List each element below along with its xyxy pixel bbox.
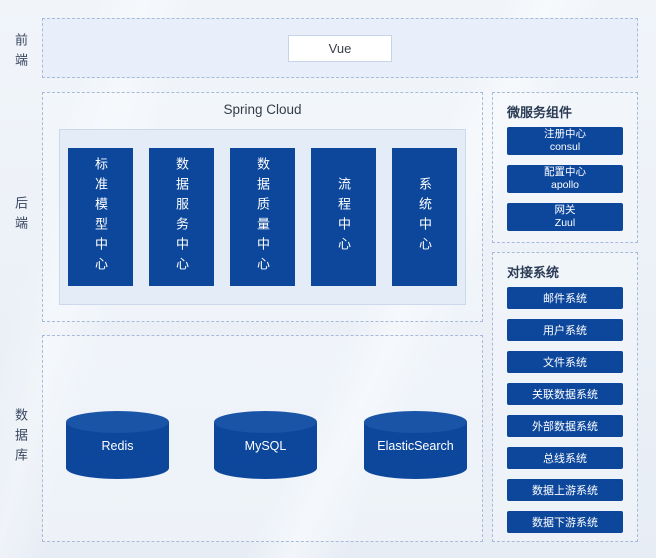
spring-cloud-container: 标准模型中心 数据服务中心 数据质量中心 流程中心 系统中心: [59, 129, 466, 305]
center-label: 数据质量中心: [255, 157, 270, 277]
backend-center-workflow: 流程中心: [311, 148, 376, 286]
database-layer-panel: Redis MySQL ElasticSearch: [42, 335, 483, 542]
integration-mail-system: 邮件系统: [507, 287, 623, 309]
database-cylinder-mysql: MySQL: [214, 411, 317, 479]
integration-user-system: 用户系统: [507, 319, 623, 341]
database-label: MySQL: [244, 439, 287, 454]
center-label: 数据服务中心: [174, 157, 189, 277]
database-cylinder-elasticsearch: ElasticSearch: [364, 411, 467, 479]
frontend-layer-panel: Vue: [42, 18, 638, 78]
database-cylinder-redis: Redis: [66, 411, 169, 479]
center-label: 标准模型中心: [93, 157, 108, 277]
spring-cloud-title: Spring Cloud: [223, 102, 302, 117]
backend-layer-panel: Spring Cloud 标准模型中心 数据服务中心 数据质量中心 流程中心 系…: [42, 92, 483, 322]
integration-external-data-system: 外部数据系统: [507, 415, 623, 437]
center-label: 流程中心: [336, 177, 351, 257]
microservice-name: 网关: [554, 204, 576, 216]
backend-center-data-quality: 数据质量中心: [230, 148, 295, 286]
microservice-name: 注册中心: [544, 128, 586, 140]
microservice-tech: consul: [549, 141, 581, 153]
microservice-config-apollo: 配置中心 apollo: [507, 165, 623, 193]
microservices-title: 微服务组件: [507, 105, 573, 120]
microservice-name: 配置中心: [544, 166, 586, 178]
microservice-gateway-zuul: 网关 Zuul: [507, 203, 623, 231]
integration-bus-system: 总线系统: [507, 447, 623, 469]
backend-center-data-service: 数据服务中心: [149, 148, 214, 286]
center-label: 系统中心: [417, 177, 432, 257]
vue-framework-box: Vue: [288, 34, 392, 62]
microservices-panel: 微服务组件 注册中心 consul 配置中心 apollo 网关 Zuul: [492, 92, 638, 243]
backend-center-system: 系统中心: [392, 148, 457, 286]
microservice-tech: Zuul: [554, 217, 576, 229]
microservice-tech: apollo: [550, 179, 580, 191]
database-label: ElasticSearch: [377, 439, 454, 454]
integrations-panel: 对接系统 邮件系统 用户系统 文件系统 关联数据系统 外部数据系统 总线系统 数…: [492, 252, 638, 542]
integrations-list: 邮件系统 用户系统 文件系统 关联数据系统 外部数据系统 总线系统 数据上游系统…: [507, 287, 623, 543]
database-label: Redis: [101, 439, 134, 454]
integrations-title: 对接系统: [507, 265, 560, 280]
layer-label-frontend: 前端: [13, 33, 28, 73]
integration-file-system: 文件系统: [507, 351, 623, 373]
layer-label-database: 数据库: [13, 408, 28, 468]
backend-center-standard-model: 标准模型中心: [68, 148, 133, 286]
integration-upstream-data-system: 数据上游系统: [507, 479, 623, 501]
layer-label-backend: 后端: [13, 196, 28, 236]
microservice-registry-consul: 注册中心 consul: [507, 127, 623, 155]
integration-downstream-data-system: 数据下游系统: [507, 511, 623, 533]
integration-related-data-system: 关联数据系统: [507, 383, 623, 405]
microservices-list: 注册中心 consul 配置中心 apollo 网关 Zuul: [507, 127, 623, 241]
